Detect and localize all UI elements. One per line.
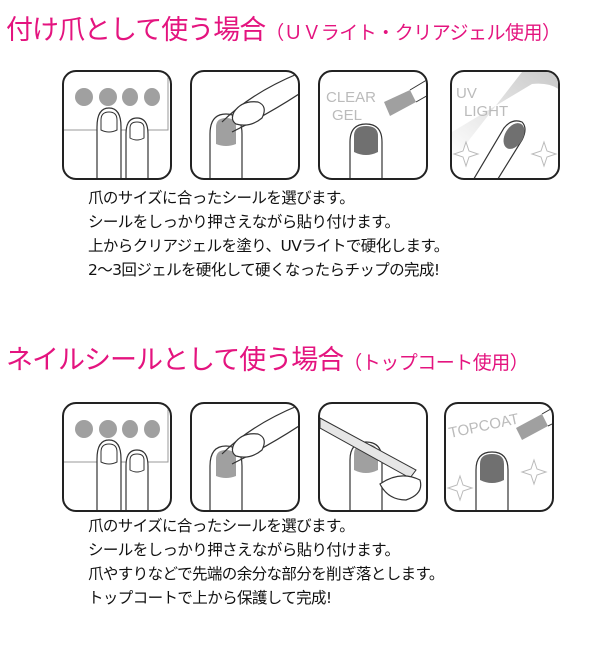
steps-list-tip: 爪のサイズに合ったシールを選びます。 シールをしっかり押さえながら貼り付けます。… — [88, 186, 449, 282]
step-select-sticker-illustration — [62, 402, 172, 512]
step-apply-sticker-illustration — [190, 70, 300, 180]
heading-title: 付け爪として使う場合 — [6, 15, 266, 46]
step-text: トップコートで上から保護して完成! — [88, 589, 332, 607]
step-text: 2～3回ジェルを硬化して硬くなったらチップの完成! — [88, 261, 440, 279]
step-topcoat-illustration: TOPCOAT — [444, 402, 554, 512]
clear-label: CLEAR — [326, 89, 376, 106]
gel-label: GEL — [332, 107, 362, 124]
step-clear-gel-illustration: CLEAR GEL — [318, 70, 428, 180]
step-text: 上からクリアジェルを塗り、UVライトで硬化します。 — [88, 237, 449, 255]
step-text: シールをしっかり押さえながら貼り付けます。 — [88, 213, 400, 231]
uv-label: UV — [456, 85, 477, 102]
step-text: 爪のサイズに合ったシールを選びます。 — [88, 517, 355, 535]
section-heading-tip: 付け爪として使う場合（ＵＶライト・クリアジェル使用） — [6, 8, 561, 47]
step-text: 爪やすりなどで先端の余分な部分を削ぎ落とします。 — [88, 565, 444, 583]
heading-title: ネイルシールとして使う場合 — [6, 345, 344, 376]
heading-subtitle: （ＵＶライト・クリアジェル使用） — [265, 22, 561, 44]
section-heading-sticker: ネイルシールとして使う場合（トップコート使用） — [6, 338, 529, 377]
step-file-edge-illustration — [318, 402, 428, 512]
step-apply-sticker-illustration — [190, 402, 300, 512]
topcoat-label: TOPCOAT — [447, 410, 520, 441]
light-label: LIGHT — [464, 103, 508, 120]
step-uv-light-illustration: UV LIGHT — [450, 70, 560, 180]
steps-list-sticker: 爪のサイズに合ったシールを選びます。 シールをしっかり押さえながら貼り付けます。… — [88, 514, 444, 610]
step-select-sticker-illustration — [62, 70, 172, 180]
heading-subtitle: （トップコート使用） — [343, 352, 529, 374]
step-text: シールをしっかり押さえながら貼り付けます。 — [88, 541, 400, 559]
step-text: 爪のサイズに合ったシールを選びます。 — [88, 189, 355, 207]
